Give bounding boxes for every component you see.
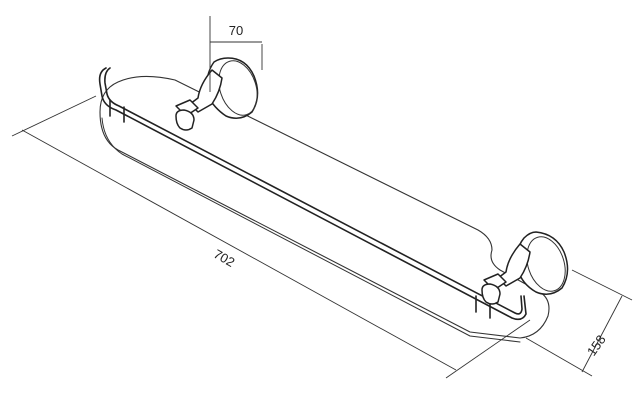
dimension-label-70: 70: [229, 23, 243, 38]
dimension-label-158: 158: [584, 332, 609, 358]
dimension-shelf-length: 702: [11, 95, 531, 379]
guard-rail: [98, 67, 527, 321]
glass-shelf: [99, 75, 550, 343]
left-bracket: [175, 57, 259, 131]
dimension-bracket-width: 70: [209, 16, 263, 92]
right-bracket: [481, 231, 569, 305]
dimension-label-702: 702: [211, 246, 237, 270]
